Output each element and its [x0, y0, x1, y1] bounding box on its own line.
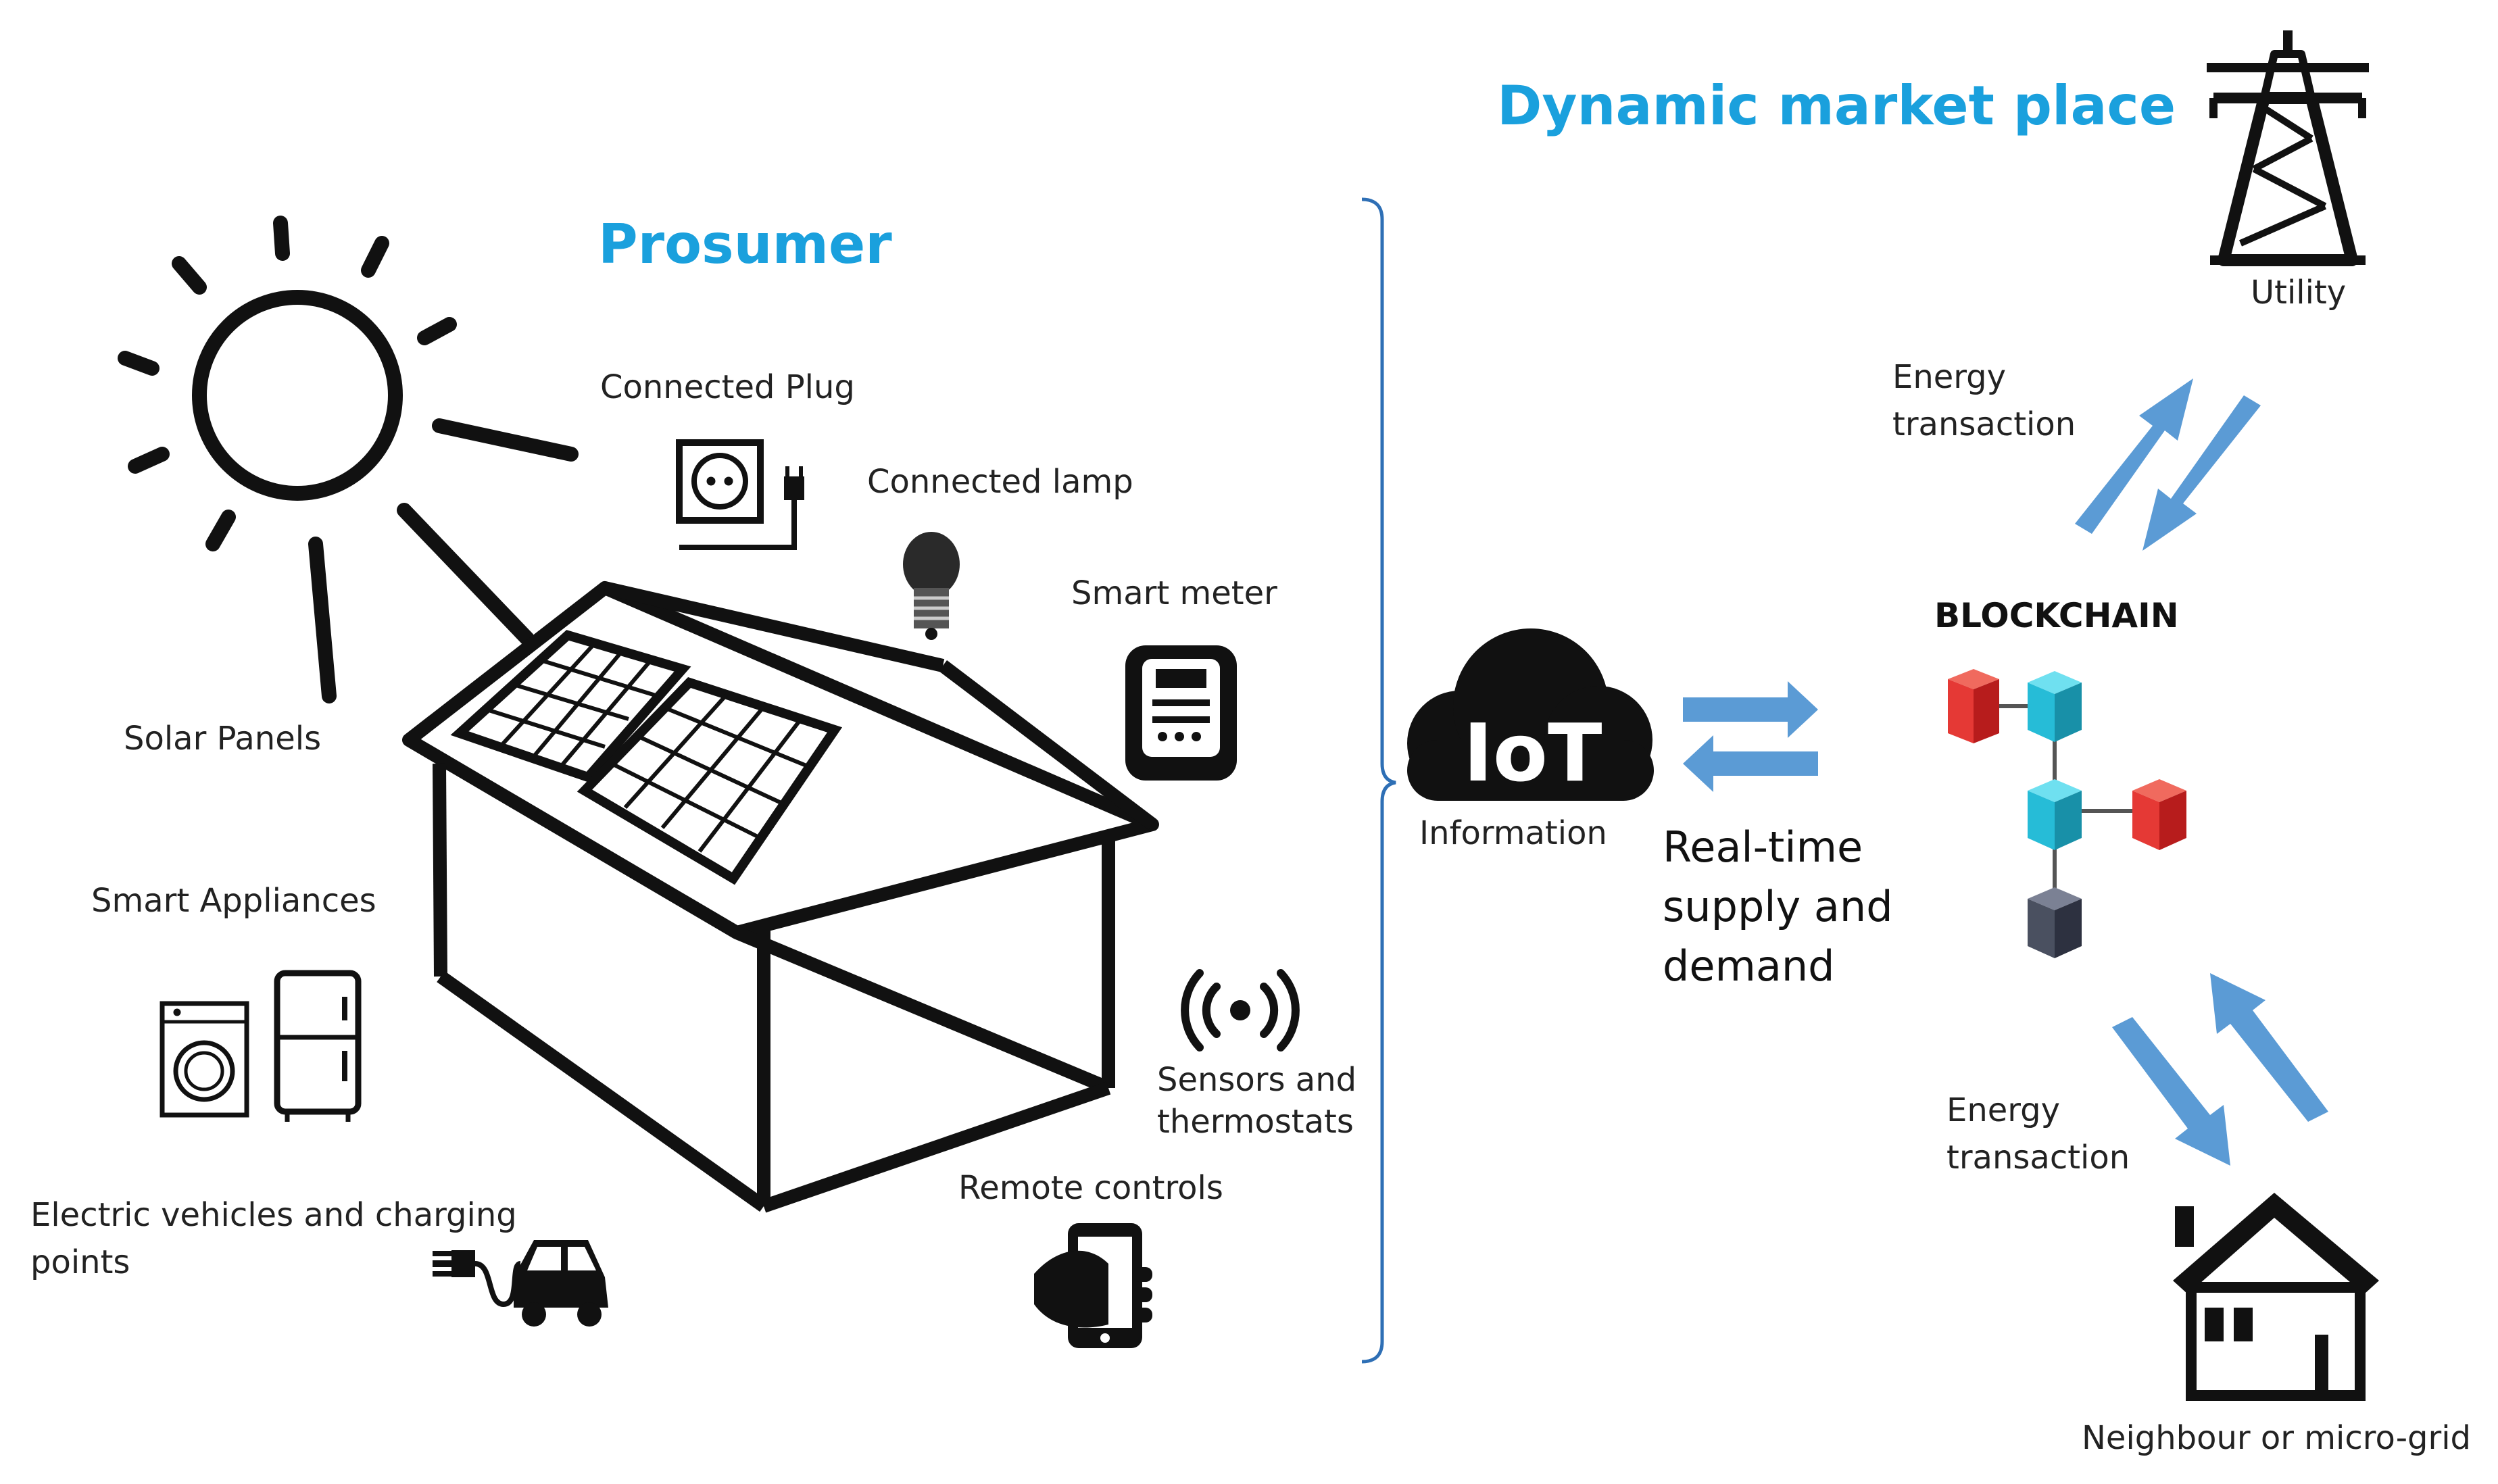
solar-panels-label: Solar Panels	[124, 720, 322, 758]
sync-arrows-icon	[1683, 681, 1818, 792]
sun-icon	[118, 216, 579, 703]
smart-appliances-label: Smart Appliances	[91, 882, 376, 920]
information-label: Information	[1419, 814, 1607, 852]
house-outline	[402, 581, 1159, 1213]
realtime-line2: supply and	[1663, 882, 1893, 931]
sensor-signal-icon	[1181, 969, 1300, 1052]
prosumer-title: Prosumer	[598, 213, 892, 276]
realtime-line3: demand	[1663, 941, 1835, 991]
realtime-line1: Real-time	[1663, 822, 1863, 872]
blockchain-cubes-icon	[1948, 669, 2186, 958]
ev-label-line1: Electric vehicles and charging	[30, 1196, 517, 1234]
connected-lamp-label: Connected lamp	[867, 463, 1133, 501]
smart-meter-icon	[1125, 645, 1237, 781]
transmission-tower-icon	[2207, 30, 2369, 266]
fridge-icon	[274, 970, 362, 1122]
connected-plug-label: Connected Plug	[600, 368, 855, 406]
remote-controls-label: Remote controls	[958, 1169, 1223, 1207]
phone-hand-icon	[1034, 1223, 1152, 1348]
sensors-label-line1: Sensors and	[1157, 1061, 1357, 1099]
energy-bottom-line2: transaction	[1946, 1139, 2130, 1177]
energy-arrows-bottom	[2112, 973, 2328, 1166]
iot-logo-text: IoT	[1463, 706, 1602, 799]
plug-icon	[676, 439, 804, 550]
blockchain-label: BLOCKCHAIN	[1934, 596, 2179, 635]
cloud-icon	[1407, 628, 1654, 801]
neighbour-label: Neighbour or micro-grid	[2082, 1419, 2472, 1457]
smart-meter-label: Smart meter	[1071, 574, 1277, 612]
solar-panel-icon	[450, 630, 843, 885]
utility-label: Utility	[2251, 274, 2347, 312]
lamp-icon	[903, 532, 960, 640]
bracket-line	[1361, 197, 1396, 1364]
ev-label-line2: points	[30, 1243, 130, 1281]
house-icon	[2173, 1193, 2379, 1401]
car-icon	[433, 1240, 608, 1327]
washing-machine-icon	[160, 1001, 249, 1118]
energy-top-line2: transaction	[1892, 405, 2076, 443]
energy-top-line1: Energy	[1892, 358, 2007, 396]
dynamic-market-title: Dynamic market place	[1497, 74, 2176, 137]
energy-arrows-top	[2075, 378, 2261, 551]
energy-bottom-line1: Energy	[1946, 1091, 2061, 1129]
sensors-label-line2: thermostats	[1157, 1103, 1354, 1141]
